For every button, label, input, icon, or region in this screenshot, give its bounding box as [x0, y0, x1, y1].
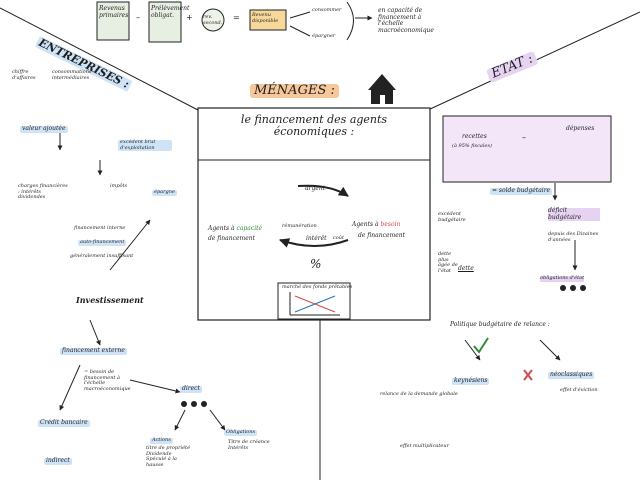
deficit-note: depuis des Dizaines d'années	[548, 231, 599, 243]
revenu-disponible-label: Revenu disponible	[252, 12, 279, 24]
direct: direct	[180, 385, 202, 393]
plus-op: +	[186, 13, 193, 22]
etat-minus: –	[522, 133, 526, 142]
ebe: excédent brut d'exploitation	[118, 139, 172, 151]
investissement: Investissement	[76, 295, 144, 305]
obligations-desc: Titre de créance Intérêts	[228, 439, 270, 451]
obligations-etat: obligations d'état	[540, 275, 585, 282]
politique-budgetaire: Politique budgétaire de relance :	[450, 321, 550, 328]
epargner-label: épargner	[312, 33, 336, 39]
relance-demande: relance de la demande globale	[380, 391, 458, 397]
percent-label: %	[310, 257, 322, 271]
agents-capacite-2: de financement	[208, 235, 256, 242]
financement-interne: financement interne	[74, 225, 126, 231]
marche-label: marché des fonds prêtables	[282, 284, 353, 290]
minus-op: –	[136, 13, 140, 22]
depenses: dépenses	[566, 125, 595, 132]
financement-externe: financement externe	[60, 347, 127, 355]
prelevements-label: Prélèvement obligat.	[151, 5, 190, 19]
chiffre-affaires: chiffre d'affaires	[12, 69, 36, 81]
remuneration-label: rémunération	[282, 223, 317, 229]
valeur-ajoutee: valeur ajoutée	[20, 125, 68, 133]
rev-second-label: rev. second.	[203, 14, 223, 26]
credit-bancaire: Crédit bancaire	[38, 419, 90, 427]
central-box-title: le financement des agents économiques :	[240, 113, 388, 139]
cout-label: coût	[333, 235, 345, 241]
consommer-label: consommer	[312, 7, 342, 13]
autofinancement: auto-financement	[78, 239, 127, 246]
agents-besoin-2: de financement	[358, 232, 406, 239]
consommations-intermediaires: consommations intermédiaires	[52, 69, 92, 81]
revenu-primaire-label: Revenus primaires	[99, 5, 129, 19]
indirect: indirect	[44, 457, 72, 465]
interet-label: intérêt	[306, 235, 327, 242]
effet-multiplicateur: effet multiplicateur	[400, 443, 449, 449]
recettes-note: (à 95% fiscales)	[452, 143, 492, 149]
recettes: recettes	[462, 133, 487, 140]
actions-desc: titre de propriété Dividende Spéculé à l…	[146, 445, 191, 468]
agents-capacite: Agents à capacité	[208, 225, 263, 232]
equals-op: =	[233, 13, 240, 22]
obligations: Obligations	[224, 429, 258, 436]
excedent-budgetaire: excédent budgétaire	[438, 211, 466, 223]
deficit-budgetaire: déficit budgétaire	[548, 207, 600, 222]
besoin-macro: = besoin de financement à l'échelle macr…	[84, 369, 131, 392]
generalement-insuffisant: généralement insuffisant	[70, 253, 134, 259]
menages-title: MÉNAGES :	[250, 83, 339, 99]
argent-label: argent	[305, 185, 326, 192]
epargne: épargne	[152, 189, 177, 196]
effet-eviction: effet d'éviction	[560, 387, 598, 393]
charges-financieres: charges financières : intérêts dividende…	[18, 183, 68, 200]
macro-label: en capacité de financement à l'échelle m…	[378, 7, 434, 34]
dette: dette	[458, 265, 474, 272]
keynesiens: keynésiens	[452, 377, 490, 385]
solde-budgetaire: = solde budgétaire	[490, 187, 553, 195]
agents-besoin: Agents à besoin	[352, 221, 401, 228]
actions: Actions	[150, 437, 173, 444]
impots: impôts	[110, 183, 128, 189]
neoclassiques: néoclassiques	[548, 371, 595, 379]
dette-note: dette plus âgée de l'état	[438, 251, 458, 274]
